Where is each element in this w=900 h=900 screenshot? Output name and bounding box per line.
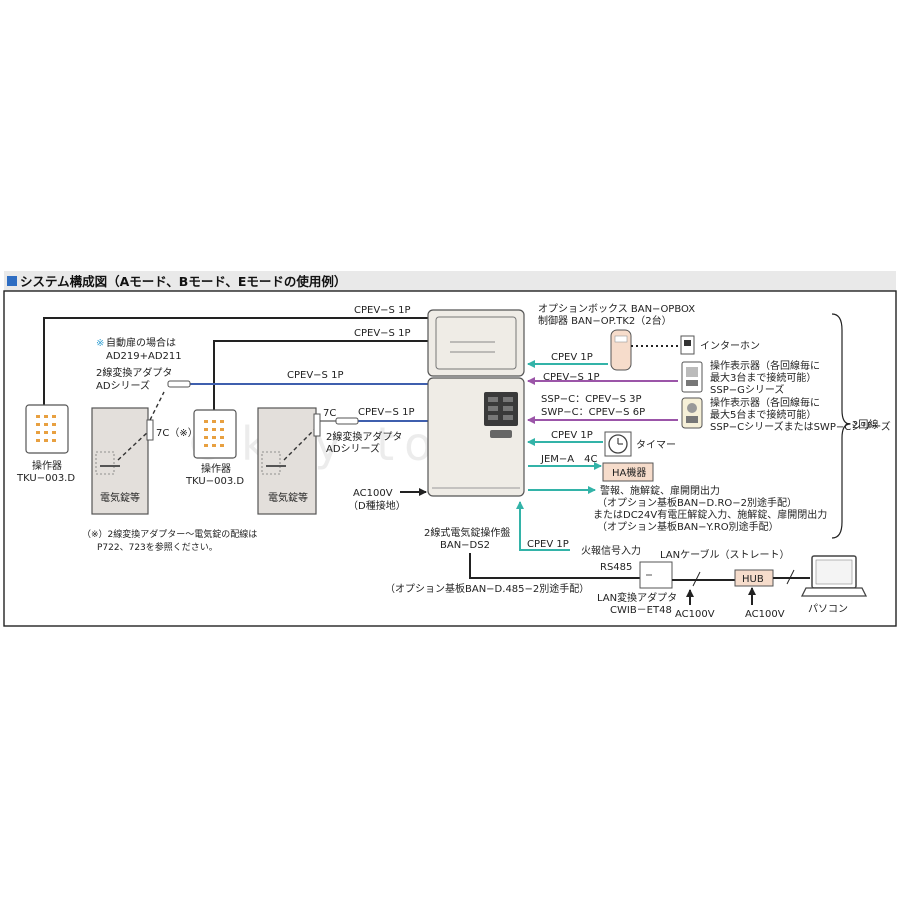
auto-door-label-1: 自動扉の場合は xyxy=(106,336,176,349)
door-right xyxy=(257,407,317,515)
cable-ssp-g-label: CPEV−S 1P xyxy=(543,372,599,383)
diagram-frame xyxy=(3,290,897,627)
lan-adapter-label-2: CWIB－ET48 xyxy=(610,605,672,616)
diagram-title: システム構成図（Aモード、Bモード、Eモードの使用例） xyxy=(20,274,346,289)
output-label-4: （オプション基板BAN−Y.RO別途手配） xyxy=(597,520,779,533)
footnote-1: （※）2線変換アダプター〜電気錠の配線は xyxy=(82,528,257,540)
lan-adapter-label-1: LAN変換アダプタ xyxy=(597,591,677,604)
adapter-right-label-2: ADシリーズ xyxy=(326,442,380,455)
arrow-fire xyxy=(516,501,570,551)
operator-mid-keypad xyxy=(204,420,224,447)
display-c-label-1: 操作表示器（各回線毎に xyxy=(710,396,820,409)
lan-adapter xyxy=(639,561,673,589)
display-g-label-3: SSP−Gシリーズ xyxy=(710,383,784,396)
option-box xyxy=(427,309,525,377)
cable-swp-c-label: SWP−C：CPEV−S 6P xyxy=(541,407,645,418)
operator-mid xyxy=(193,409,237,459)
operator-left-label-1: 操作器 xyxy=(32,459,62,472)
adapter-left-label-1: 2線変換アダプタ xyxy=(96,366,172,379)
adapter-left-label-2: ADシリーズ xyxy=(96,379,150,392)
timer-label: タイマー xyxy=(636,439,676,451)
intercom-label: インターホン xyxy=(700,340,760,352)
cable-blue-left-label: CPEV−S 1P xyxy=(287,370,343,381)
cable-top1-label: CPEV−S 1P xyxy=(354,305,410,316)
asterisk-mark: ※ xyxy=(96,338,104,349)
cable-rs485 xyxy=(469,553,640,579)
operator-mid-label-2: TKU−003.D xyxy=(185,476,244,487)
ac100v-2-label: AC100V xyxy=(745,609,785,620)
cable-intercom-label: CPEV 1P xyxy=(551,352,593,363)
output-label-3: またはDC24V有電圧解錠入力、施解錠、扉開閉出力 xyxy=(593,508,827,521)
two-lines-label: 2回線 xyxy=(852,418,878,431)
door-left xyxy=(91,407,149,515)
cable-jem-label: JEM−A 4C xyxy=(540,454,597,465)
adapter-left-box xyxy=(146,419,154,441)
cable-fire-label: CPEV 1P xyxy=(527,539,569,550)
c7-left-label: 7C（※） xyxy=(156,427,198,439)
rs485-label: RS485 xyxy=(600,562,632,573)
lock-right-label: 電気錠等 xyxy=(268,491,308,504)
operator-left-keypad xyxy=(36,415,56,442)
cable-timer-label: CPEV 1P xyxy=(551,430,593,441)
lock-left-label: 電気錠等 xyxy=(100,491,140,504)
ha-box xyxy=(602,462,654,482)
two-line-brace xyxy=(831,313,851,539)
d-ground-label: （D種接地） xyxy=(348,499,406,512)
cable-blue-right-label: CPEV−S 1P xyxy=(358,407,414,418)
display-c-label-3: SSP−CシリーズまたはSWP−Cシリーズ xyxy=(710,420,891,433)
lan-cable-label: LANケーブル（ストレート） xyxy=(660,548,790,561)
adapter-right-plug xyxy=(335,417,359,425)
pc-label: パソコン xyxy=(808,603,848,615)
ac100v-d-label: AC100V xyxy=(353,488,393,499)
option-box-label-1: オプションボックス BAN−OPBOX xyxy=(538,303,695,315)
adapter-right-label-1: 2線変換アダプタ xyxy=(326,430,402,443)
output-label-2: （オプション基板BAN−D.RO−2別途手配） xyxy=(597,496,797,509)
display-g-label-2: 最大3台まで接続可能） xyxy=(710,371,816,384)
output-label-1: 警報、施解錠、扉開閉出力 xyxy=(600,484,720,497)
ac100v-1-label: AC100V xyxy=(675,609,715,620)
operator-mid-label-1: 操作器 xyxy=(201,462,231,475)
pc-base xyxy=(800,587,868,597)
operator-left-label-2: TKU−003.D xyxy=(16,473,75,484)
footnote-2: P722、723を参照ください。 xyxy=(97,541,218,553)
cable-top1 xyxy=(43,317,428,405)
fire-input-label: 火報信号入力 xyxy=(581,544,641,557)
cable-top2 xyxy=(213,340,428,410)
cable-ssp-c-label: SSP−C：CPEV−S 3P xyxy=(541,394,642,405)
auto-door-label-2: AD219+AD211 xyxy=(106,351,182,362)
adapter-left-plug xyxy=(167,380,191,388)
cable-top2-label: CPEV−S 1P xyxy=(354,328,410,339)
title-marker xyxy=(7,276,17,286)
operator-left xyxy=(25,404,69,454)
option-box-label-2: 制御器 BAN−OP.TK2（2台） xyxy=(538,314,672,327)
c7-right-label: 7C xyxy=(323,408,336,419)
main-panel-label-1: 2線式電気錠操作盤 xyxy=(424,526,510,539)
hub-label: HUB xyxy=(742,574,764,585)
opt485-label: （オプション基板BAN−D.485−2別途手配） xyxy=(385,582,589,595)
title-bar xyxy=(4,271,896,291)
display-g-label-1: 操作表示器（各回線毎に xyxy=(710,359,820,372)
main-panel-label-2: BAN−DS2 xyxy=(440,540,490,551)
adapter-right-box xyxy=(313,413,321,437)
display-c-label-2: 最大5台まで接続可能） xyxy=(710,408,816,421)
ha-label: HA機器 xyxy=(612,466,646,479)
